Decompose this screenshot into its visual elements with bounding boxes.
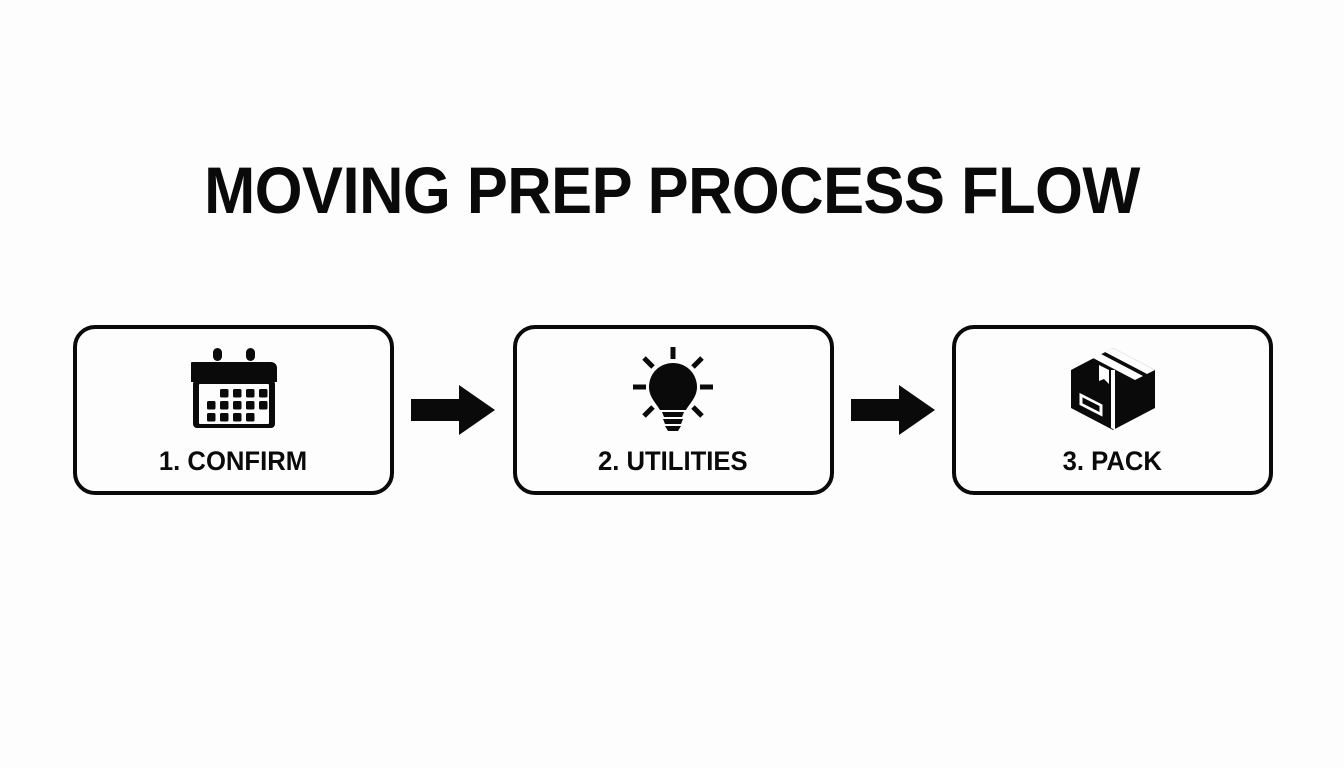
step-box-confirm[interactable]: 1. CONFIRM	[73, 325, 394, 495]
page-title: MOVING PREP PROCESS FLOW	[204, 153, 1140, 227]
arrow-right-icon	[850, 384, 935, 436]
step-box-pack[interactable]: 3. PACK	[952, 325, 1273, 495]
arrow-right-icon	[411, 384, 496, 436]
package-box-icon	[1069, 346, 1157, 432]
step-box-utilities[interactable]: 2. UTILITIES	[512, 325, 834, 495]
step-label-pack: 3. PACK	[1062, 445, 1163, 476]
lightbulb-icon	[629, 346, 717, 432]
process-flow: 1. CONFIRM	[73, 324, 1273, 496]
step-label-utilities: 2. UTILITIES	[598, 445, 748, 476]
calendar-icon	[190, 346, 277, 432]
step-label-confirm: 1. CONFIRM	[159, 445, 308, 476]
